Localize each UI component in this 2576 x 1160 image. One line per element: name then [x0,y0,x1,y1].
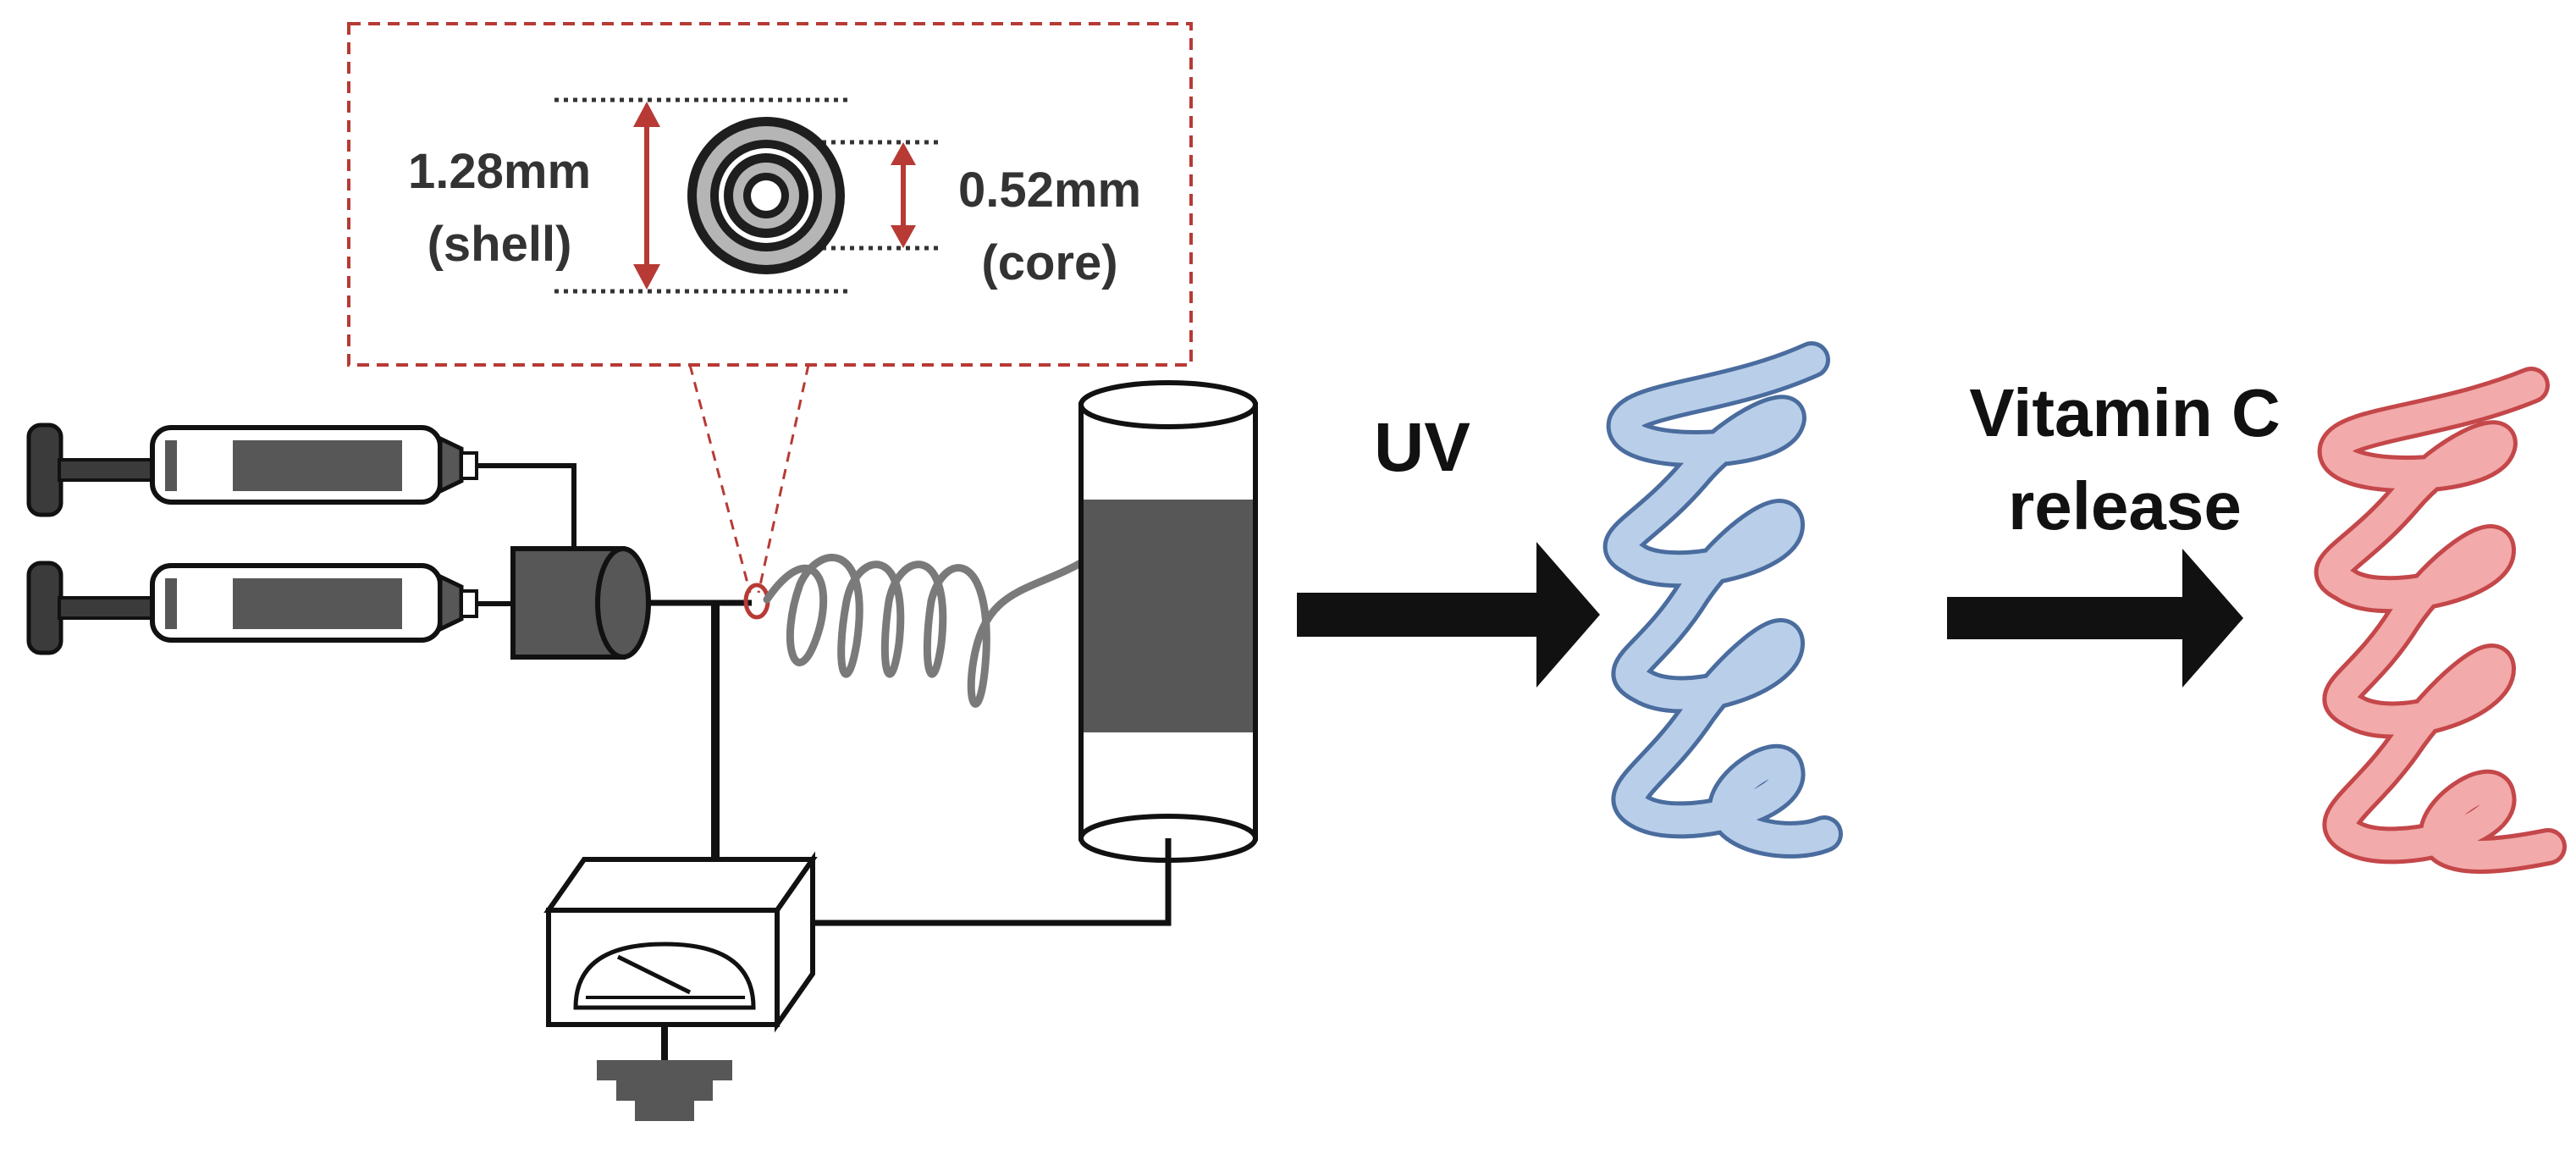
electrospun-fiber [763,554,1092,708]
core-diameter-arrow [891,142,916,248]
tubing [477,463,576,606]
high-voltage-supply [543,851,818,1033]
rotating-drum-collector [1078,380,1258,863]
shell-diameter-value: 1.28mm [408,144,591,199]
uv-arrow [1297,542,1600,688]
meter-needle [616,954,692,995]
coaxial-nozzle-inset: 1.28mm (shell) 0.52mm (core) [347,22,1193,594]
coaxial-nozzle [510,546,651,660]
red-helical-fiber [2314,367,2567,874]
nozzle-lead-wire [648,599,752,859]
uv-label: UV [1374,409,1470,486]
release-label-line2: release [2008,468,2242,544]
core-diameter-value: 0.52mm [958,163,1141,218]
zoom-line-right [757,364,810,594]
inset-dashed-box [347,22,1193,367]
core-diameter-label: (core) [981,235,1117,290]
blue-helical-fiber [1602,341,1843,859]
fiber-cross-section [687,117,845,274]
collector-ground-wire [804,838,1172,926]
shell-diameter-label: (shell) [427,217,572,272]
syringe-bottom [26,561,478,655]
release-arrow [1947,549,2243,688]
shell-diameter-arrow [633,102,660,290]
release-label-line1: Vitamin C [1969,375,2281,450]
ground-symbol-icon [597,1025,732,1121]
zoom-line-left [688,364,752,594]
syringe-top [26,423,478,517]
